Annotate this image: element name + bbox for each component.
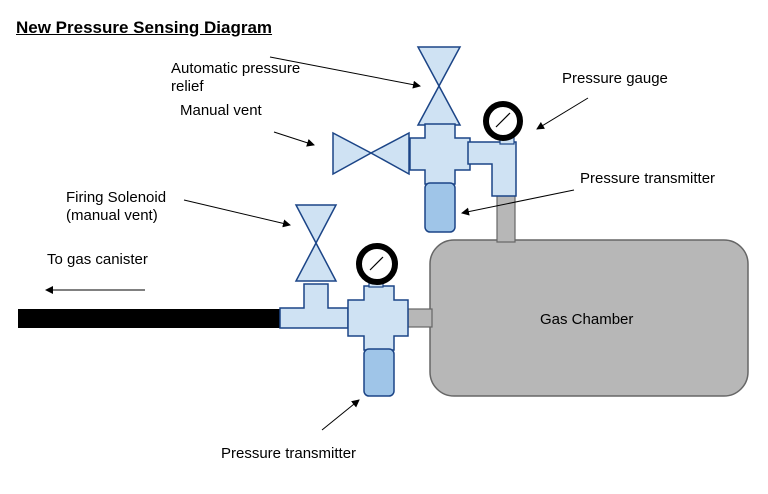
firing-solenoid-pointer bbox=[183, 199, 291, 228]
top-elbow-fitting bbox=[467, 141, 517, 197]
auto-relief-label-line1: Automatic pressure bbox=[171, 60, 301, 77]
firing-solenoid-label-line2: (manual vent) bbox=[66, 207, 158, 224]
solenoid-tee-fitting bbox=[279, 283, 349, 329]
pressure-transmitter-top-label: Pressure transmitter bbox=[580, 170, 716, 187]
manual-vent-valve bbox=[332, 131, 410, 176]
bottom-transmitter-pointer bbox=[321, 399, 360, 431]
firing-solenoid-valve bbox=[294, 204, 338, 282]
pressure-gauge-label: Pressure gauge bbox=[562, 70, 668, 87]
firing-solenoid-label-line1: Firing Solenoid bbox=[66, 189, 167, 206]
diagram-title: New Pressure Sensing Diagram bbox=[16, 18, 273, 37]
pressure-transmitter-bottom-label: Pressure transmitter bbox=[221, 445, 357, 462]
top-transmitter-pointer bbox=[461, 189, 575, 216]
top-pressure-gauge bbox=[483, 101, 523, 141]
bottom-cross-fitting bbox=[347, 285, 409, 351]
auto-relief-label-line2: relief bbox=[171, 78, 204, 95]
bottom-pressure-gauge bbox=[356, 243, 398, 285]
top-cross-fitting bbox=[409, 123, 471, 185]
top-pressure-transmitter bbox=[424, 182, 456, 233]
pressure-gauge-pointer bbox=[536, 97, 589, 130]
auto-relief-label: Automatic pressure relief bbox=[171, 60, 300, 96]
to-gas-canister-label: To gas canister bbox=[47, 251, 148, 268]
top-connector-stem bbox=[496, 194, 516, 243]
manual-vent-pointer bbox=[273, 131, 315, 147]
chamber-inlet-stem bbox=[407, 308, 433, 328]
manual-vent-label: Manual vent bbox=[180, 102, 262, 119]
auto-relief-pointer bbox=[269, 56, 421, 89]
auto-pressure-relief-valve bbox=[416, 46, 462, 126]
gas-chamber-label: Gas Chamber bbox=[540, 311, 634, 328]
bottom-pressure-transmitter bbox=[363, 348, 395, 397]
gas-pipe bbox=[18, 309, 282, 328]
firing-solenoid-label: Firing Solenoid (manual vent) bbox=[66, 189, 166, 225]
